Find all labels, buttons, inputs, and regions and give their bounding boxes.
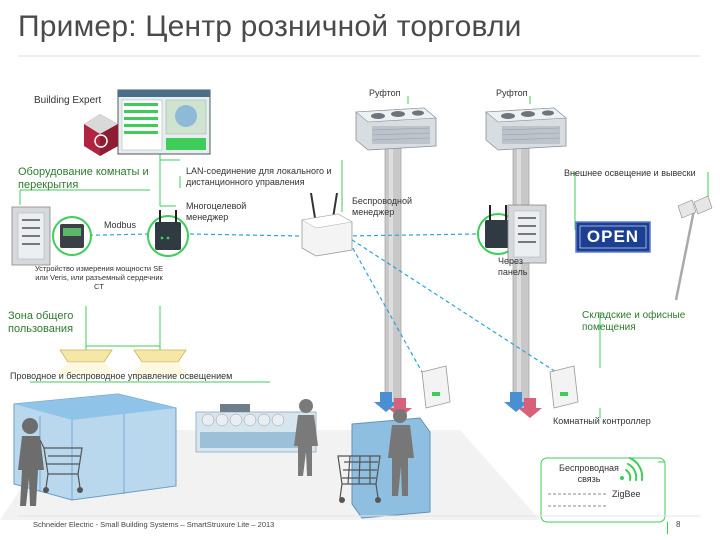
label-wireless-link: Беспроводная связь (559, 463, 619, 484)
airflow-arrows-2 (504, 392, 542, 418)
power-meter (52, 216, 92, 256)
rooftop-duct-2 (512, 147, 530, 409)
open-sign (575, 221, 651, 253)
label-public-zone: Зона общего пользования (8, 310, 74, 335)
rooftop-duct-1 (384, 147, 402, 409)
room-controller-2 (549, 365, 579, 409)
rooftop-unit-1 (355, 107, 437, 151)
page-number: 8 (676, 520, 681, 529)
ceiling-light-1 (56, 346, 116, 376)
label-multipurpose-manager: Многоцелевой менеджер (186, 201, 247, 222)
room-controller-1 (421, 365, 451, 409)
label-zigbee: ZigBee (612, 489, 641, 499)
label-rooftop-1: Руфтоп (369, 88, 401, 98)
electrical-panel-left (11, 206, 51, 266)
label-storage-office: Складские и офисные помещения (582, 310, 686, 333)
label-rooftop-2: Руфтоп (496, 88, 528, 98)
label-metering-device: Устройство измерения мощности SE или Ver… (34, 264, 164, 291)
label-wireless-manager: Беспроводной менеджер (352, 196, 413, 217)
rooftop-unit-2 (485, 107, 567, 151)
dashed-wireless-links (53, 233, 557, 373)
building-expert-pc (84, 89, 211, 156)
label-modbus: Modbus (104, 220, 137, 230)
electrical-panel-right (507, 204, 547, 264)
wireless-icon (620, 457, 644, 481)
label-building-expert: Building Expert (34, 95, 102, 106)
wireless-manager-device (301, 192, 353, 257)
footer-note: Schneider Electric - Small Building Syst… (33, 520, 275, 529)
legend-frame (540, 457, 666, 523)
label-outdoor-lighting: Внешнее освещение и вывески (564, 168, 696, 178)
ceiling-light-2 (130, 346, 190, 376)
open-sign-text: OPEN (586, 227, 640, 246)
outdoor-light-pole (674, 195, 713, 301)
page-number-divider (667, 522, 668, 534)
label-via-panel: Через панель (498, 256, 528, 277)
store-floor-scene (0, 393, 540, 520)
slide-title: Пример: Центр розничной торговли (18, 10, 522, 43)
multipurpose-manager-device (147, 210, 189, 257)
label-lighting-control: Проводное и беспроводное управление осве… (10, 371, 233, 381)
label-lan: LAN-соединение для локального и дистанци… (186, 166, 332, 187)
label-room-equipment: Оборудование комнаты и перекрытия (18, 166, 149, 191)
label-room-controller: Комнатный контроллер (553, 416, 651, 426)
